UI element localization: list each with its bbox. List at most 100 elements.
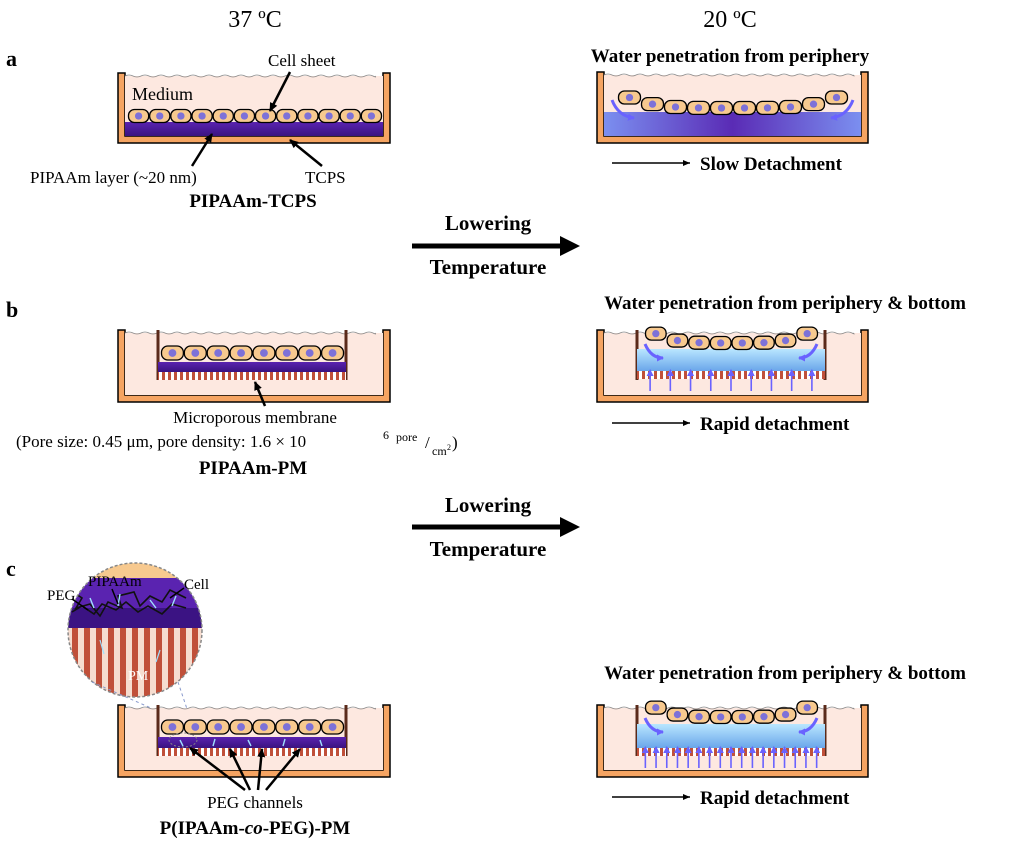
cell-nucleus bbox=[305, 723, 314, 731]
panel-b-title: PIPAAm-PM bbox=[199, 458, 307, 479]
lowering-label-1: Lowering bbox=[445, 211, 532, 235]
cell-nucleus bbox=[134, 112, 143, 120]
cell-nucleus bbox=[260, 349, 268, 357]
cell-nucleus bbox=[717, 713, 725, 721]
cell-nucleus bbox=[673, 336, 682, 345]
cell-sheet-label: Cell sheet bbox=[268, 51, 336, 70]
cell-nucleus bbox=[214, 723, 223, 731]
lowering-arrowhead-1 bbox=[560, 236, 580, 256]
cell-nucleus bbox=[671, 103, 680, 111]
cell-nucleus bbox=[694, 104, 703, 112]
cell-nucleus bbox=[652, 329, 660, 338]
cell-nucleus bbox=[191, 723, 200, 731]
cell-sheet-c bbox=[160, 719, 345, 735]
cell-nucleus bbox=[832, 93, 841, 102]
cell-nucleus bbox=[652, 703, 660, 712]
swollen-pipaam-c bbox=[637, 724, 825, 748]
slow-detachment-label: Slow Detachment bbox=[700, 154, 843, 175]
swollen-pipaam-a bbox=[604, 112, 861, 136]
water-arrow-right-b bbox=[798, 343, 819, 362]
dish-b-left bbox=[117, 329, 391, 403]
channel-arrow-4 bbox=[265, 748, 301, 791]
cell-nucleus bbox=[282, 349, 291, 357]
water-arrow-left-a bbox=[610, 99, 635, 121]
pipaam-layer-b bbox=[158, 362, 346, 372]
bottom-water-arrows-b bbox=[646, 369, 816, 391]
cell-nucleus bbox=[803, 329, 811, 338]
panel-a-title: PIPAAm-TCPS bbox=[189, 191, 316, 212]
cell-nucleus bbox=[191, 349, 200, 357]
pore-unit-slash: / bbox=[425, 433, 430, 452]
dish-c-right bbox=[596, 700, 869, 778]
left-temperature-header: 37 ºC bbox=[228, 7, 281, 33]
cell-nucleus bbox=[760, 713, 768, 721]
cell-nucleus bbox=[237, 723, 245, 731]
dish-c-left bbox=[117, 704, 391, 778]
cell-nucleus bbox=[219, 112, 227, 120]
water-arrow-left-c bbox=[643, 717, 664, 736]
pipaam-inset-label: PIPAAm bbox=[88, 574, 142, 590]
channel-arrow-3 bbox=[256, 748, 266, 791]
cell-nucleus bbox=[760, 339, 768, 347]
dish-a-right bbox=[596, 71, 869, 144]
curling-cell-sheet-b bbox=[644, 326, 819, 351]
cell-nucleus bbox=[260, 723, 268, 731]
cell-sheet-arrow bbox=[268, 71, 292, 112]
panel-c-title: P(IPAAm-co-PEG)-PM bbox=[160, 818, 351, 839]
lowering-arrowhead-2 bbox=[560, 517, 580, 537]
cell-nucleus bbox=[261, 112, 270, 120]
cell-nucleus bbox=[282, 723, 291, 731]
peg-inset-label: PEG bbox=[47, 588, 76, 604]
swollen-pipaam-b bbox=[637, 349, 825, 371]
cell-nucleus bbox=[738, 713, 746, 721]
right-temperature-header: 20 ºC bbox=[703, 7, 756, 33]
cell-nucleus bbox=[168, 723, 177, 731]
rapid-detachment-label-c: Rapid detachment bbox=[700, 788, 850, 809]
cell-nucleus bbox=[328, 723, 337, 731]
rapid-detachment-label-b: Rapid detachment bbox=[700, 414, 850, 435]
pore-spec-label: (Pore size: 0.45 μm, pore density: 1.6 ×… bbox=[16, 428, 458, 458]
pore-spec-close: ) bbox=[452, 433, 458, 452]
membrane-arrow bbox=[253, 381, 267, 407]
pore-unit-bottom-exp: 2 bbox=[447, 443, 451, 452]
cell-nucleus bbox=[738, 339, 746, 347]
cell-nucleus bbox=[781, 710, 790, 719]
cell-nucleus bbox=[625, 93, 634, 102]
cell-nucleus bbox=[809, 100, 818, 108]
pore-unit-top: pore bbox=[396, 430, 417, 444]
cell-nucleus bbox=[717, 104, 726, 112]
channel-arrow-2 bbox=[228, 748, 252, 791]
pore-spec-text: (Pore size: 0.45 μm, pore density: 1.6 ×… bbox=[16, 432, 306, 451]
cell-nucleus bbox=[648, 100, 657, 108]
cell-nucleus bbox=[283, 112, 291, 120]
panel-a-right-title: Water penetration from periphery bbox=[591, 46, 870, 67]
cell-nucleus bbox=[763, 104, 772, 112]
temperature-label-1: Temperature bbox=[430, 255, 547, 279]
cell-nucleus bbox=[695, 713, 703, 721]
lowering-label-2: Lowering bbox=[445, 493, 532, 517]
membrane-c bbox=[158, 748, 346, 756]
cell-nucleus bbox=[717, 339, 725, 347]
cell-nucleus bbox=[305, 349, 314, 357]
tcps-arrow bbox=[289, 139, 323, 167]
cell-nucleus bbox=[168, 349, 177, 357]
cell-nucleus bbox=[328, 349, 337, 357]
cell-nucleus bbox=[346, 112, 354, 120]
panel-c-letter: c bbox=[6, 556, 16, 581]
peg-channels-label: PEG channels bbox=[207, 793, 303, 812]
pipaam-layer-arrow bbox=[190, 133, 214, 167]
bottom-water-arrows-c bbox=[641, 746, 821, 768]
pore-spec-exponent: 6 bbox=[383, 428, 389, 442]
cell-nucleus bbox=[803, 703, 811, 712]
cell-nucleus bbox=[304, 112, 312, 120]
dish-a-left bbox=[117, 72, 391, 144]
cell-nucleus bbox=[786, 103, 795, 111]
channel-arrow-1 bbox=[189, 747, 246, 791]
cell-nucleus bbox=[177, 112, 185, 120]
cell-nucleus bbox=[198, 112, 206, 120]
membrane-label: Microporous membrane bbox=[173, 408, 337, 427]
microporous-membrane-b bbox=[158, 372, 346, 380]
panel-b-right-title: Water penetration from periphery & botto… bbox=[604, 293, 966, 314]
peg-pipaam-layer-c bbox=[158, 737, 346, 748]
